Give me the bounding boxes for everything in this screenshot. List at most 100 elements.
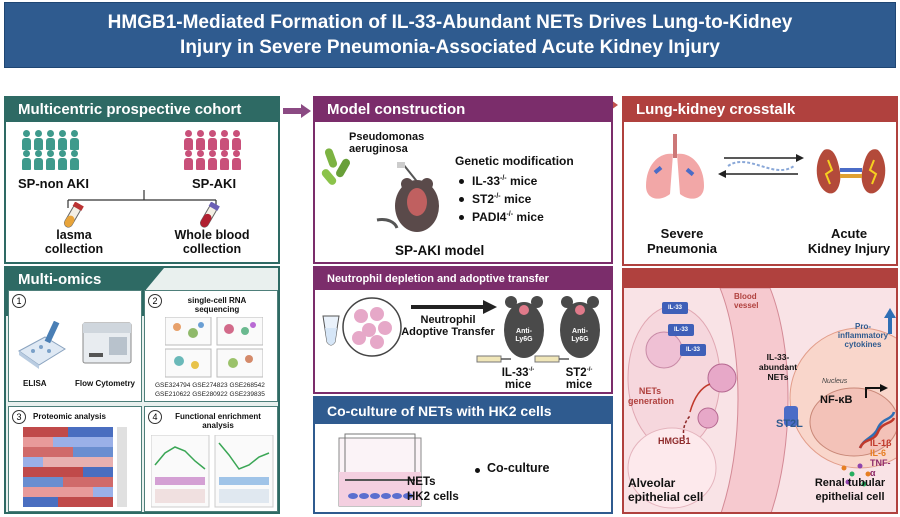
title-banner: HMGB1-Mediated Formation of IL-33-Abunda… [4,2,896,68]
umap-plots-icon [165,317,263,378]
arrow-right-icon [411,300,497,314]
page-title: HMGB1-Mediated Formation of IL-33-Abunda… [5,10,895,60]
hk2-cells-label: HK2 cells [407,491,459,503]
model-header: Model construction [315,98,611,122]
st2-mice-line1: ST2-/- [551,364,607,379]
mouse-injection-icon [376,162,439,232]
genetic-title-text: Genetic modification [455,154,574,168]
syringe-icon [476,355,511,363]
cohort-header: Multicentric prospective cohort [6,98,278,122]
bullet-icon [475,468,480,473]
enrichment-box: 4 Functional enrichment analysis [144,406,278,512]
kidney-label-line2: Kidney Injury [807,241,891,256]
elisa-icon [18,321,66,369]
lung-label-line2: Pneumonia [646,241,718,256]
il33-mice-word: mice [504,378,532,391]
nets-label: NETs [407,476,436,488]
il33-mice-sup: -/- [528,367,535,373]
gse-ids-row-2: GSE210622 GSE280922 GSE239835 [155,391,265,398]
il33-name: IL-33 [472,174,501,188]
anti1-line2: Ly6G [515,336,533,343]
sp-non-aki-people-icon [22,130,92,170]
alveolar-line2: epithelial cell [628,490,704,504]
hmgb1-label: HMGB1 [658,436,691,446]
syringe-icon [534,355,569,363]
whole-blood-tube-icon [200,202,220,228]
nets-generation-label: NETs generation [628,386,675,406]
sp-aki-label: SP-AKI [192,176,237,191]
st2l-label: ST2L [776,418,803,430]
il33-tag: IL-33 [662,302,688,314]
blood-vessel-line2: vessel [734,301,759,310]
omics-panel: Multi-omics analysis 1 ELISA Flow Cytome… [4,266,280,514]
il33-mice-label: IL-33-/- mice [489,364,547,391]
st2-suffix: mice [500,192,532,206]
coculture-header: Co-culture of NETs with HK2 cells [315,398,611,424]
padi4-suffix: mice [513,210,544,224]
gse-ids-row-1: GSE324794 GSE274823 GSE268542 [155,382,265,389]
scrna-title-line2: sequencing [194,305,240,314]
blood-vessel-label: Blood vessel [734,292,758,310]
il6-label: IL-6 [870,448,887,458]
whole-blood-label-line2: collection [182,242,242,256]
pro-inflammatory-label: Pro- inflammatory cytokines [836,322,890,349]
crosstalk-top-panel: Lung-kidney crosstalk Severe Pneumonia A… [622,96,898,266]
plasma-collection-label: lasma collection [44,228,104,256]
header-notch [144,268,164,292]
il33-sup: -/- [500,175,507,182]
arrow-right-icon [865,384,888,398]
renal-line1: Renal tubular [814,477,886,489]
genetic-item-st2: ST2-/- mice [459,190,544,208]
adoptive-transfer-label: Neutrophil Adoptive Transfer [399,314,497,338]
transfer-line1: Neutrophil [420,314,476,326]
enrichment-title-line1: Functional enrichment [175,412,261,421]
crosstalk-mechanism-panel: IL-33 IL-33 IL-33 Blood vessel Pro- infl… [622,268,898,514]
nfkb-label: NF-κB [820,394,853,406]
padi4-name: PADI4 [472,210,507,224]
sp-non-aki-label: SP-non AKI [18,176,90,191]
kidneys-icon [816,149,886,194]
genetic-item-il33: IL-33-/- mice [459,172,544,190]
st2-mice-label: ST2-/- mice [551,364,607,391]
genetic-title: Genetic modification [455,154,574,168]
renal-line2: epithelial cell [815,491,885,503]
anti-ly6g-label-2: Anti- Ly6G [564,328,596,344]
padi4-sup: -/- [506,211,514,218]
alveolar-label: Alveolar epithelial cell [628,476,703,504]
scrna-box: 2 single-cell RNA sequencing GSE324794 G… [144,290,278,402]
sp-aki-model-label: SP-AKI model [395,243,485,258]
blood-vessel-line1: Blood [734,292,757,301]
nets-gen-line1: NETs [638,386,662,396]
proteomic-title: Proteomic analysis [33,412,106,421]
cohort-connector [67,190,217,208]
anti2-line2: Ly6G [571,336,589,343]
depletion-panel: Neutrophil depletion and adoptive transf… [313,266,613,394]
heatmap-icon [23,427,127,507]
mechanism-illustration [624,288,896,512]
nucleus-label: Nucleus [822,378,848,385]
title-line-2: Injury in Severe Pneumonia-Associated Ac… [180,37,720,58]
bullet-icon [459,214,464,220]
title-line-1: HMGB1-Mediated Formation of IL-33-Abunda… [107,12,793,33]
anti2-line1: Anti- [572,328,588,335]
genetic-item-st2-text: ST2-/- mice [472,192,531,206]
scrna-title-line1: single-cell RNA [187,296,247,305]
bacteria-label: Pseudomonas aeruginosa [349,131,424,155]
elisa-flow-box: 1 ELISA Flow Cytometry [8,290,142,402]
pro-line3: cytokines [844,340,882,349]
crosstalk-arrows-icon [718,154,804,178]
il33-tag: IL-33 [668,324,694,336]
step-3-badge: 3 [12,410,26,424]
arrow-right-icon [283,104,311,118]
st2-sup: -/- [494,193,501,200]
cohort-panel: Multicentric prospective cohort SP-non A… [4,96,280,264]
plasma-tube-icon [64,202,84,228]
proteomic-box: 3 Proteomic analysis [8,406,142,512]
il33-nets-line1: IL-33- [766,352,790,362]
genetic-item-padi4: PADI4-/- mice [459,208,544,226]
whole-blood-collection-label: Whole blood collection [154,228,270,256]
lung-label-line1: Severe [660,226,704,241]
step-1-badge: 1 [12,294,26,308]
il33-abundant-nets-label: IL-33- abundant NETs [756,352,800,382]
nets-gen-line2: generation [628,396,675,406]
